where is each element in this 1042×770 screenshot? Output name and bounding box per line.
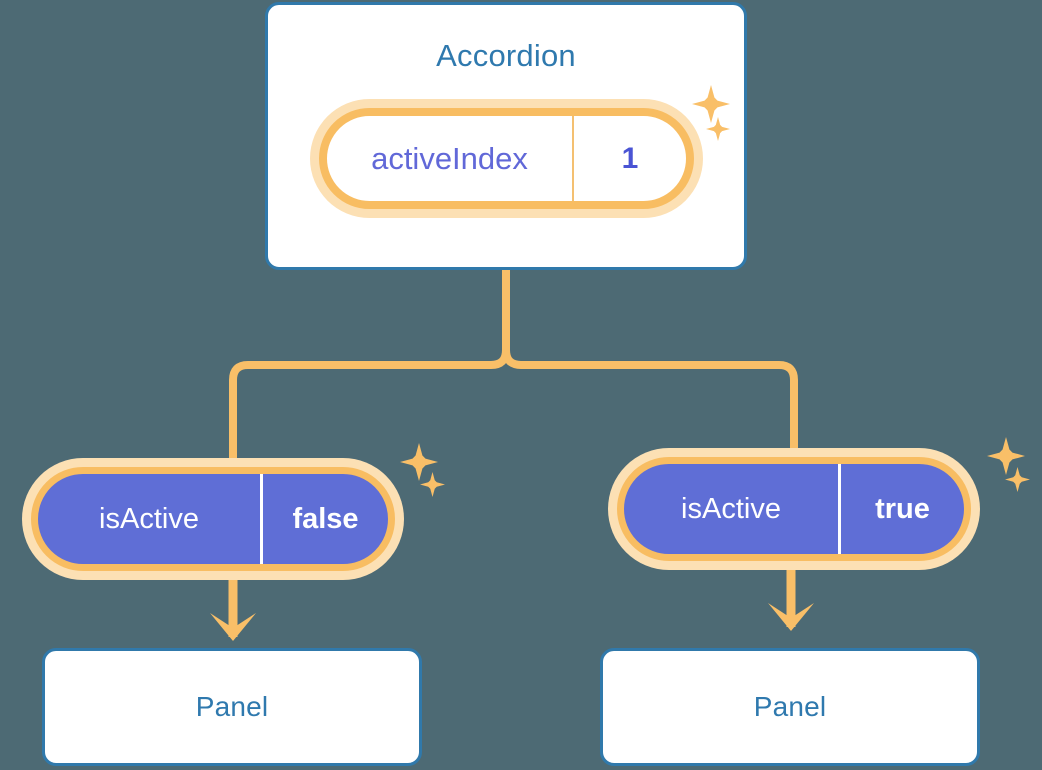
- panel-title: Panel: [195, 691, 269, 722]
- prop-badge-isactive-right[interactable]: isActive true: [608, 448, 980, 570]
- panel-title: Panel: [753, 691, 827, 722]
- state-badge-activeindex[interactable]: activeIndex 1: [310, 99, 703, 218]
- component-card-panel-left[interactable]: Panel: [42, 648, 422, 766]
- component-card-panel-right[interactable]: Panel: [600, 648, 980, 766]
- prop-badge-body: isActive true: [617, 457, 971, 561]
- state-badge-value: 1: [621, 141, 639, 175]
- connector-branch-right: [502, 349, 798, 460]
- state-badge-body: activeIndex 1: [319, 108, 694, 209]
- prop-badge-body: isActive false: [31, 467, 395, 571]
- prop-badge-value: true: [875, 492, 930, 525]
- prop-badge-key: isActive: [38, 474, 263, 564]
- connector-branch-left: [229, 349, 510, 470]
- prop-badge-key: isActive: [624, 464, 841, 554]
- page-title: Accordion: [436, 38, 576, 73]
- arrow-down-icon-right: [768, 570, 814, 631]
- arrow-down-icon-left: [210, 580, 256, 641]
- prop-badge-value: false: [292, 502, 359, 535]
- prop-badge-isactive-left[interactable]: isActive false: [22, 458, 404, 580]
- state-badge-key: activeIndex: [327, 116, 574, 201]
